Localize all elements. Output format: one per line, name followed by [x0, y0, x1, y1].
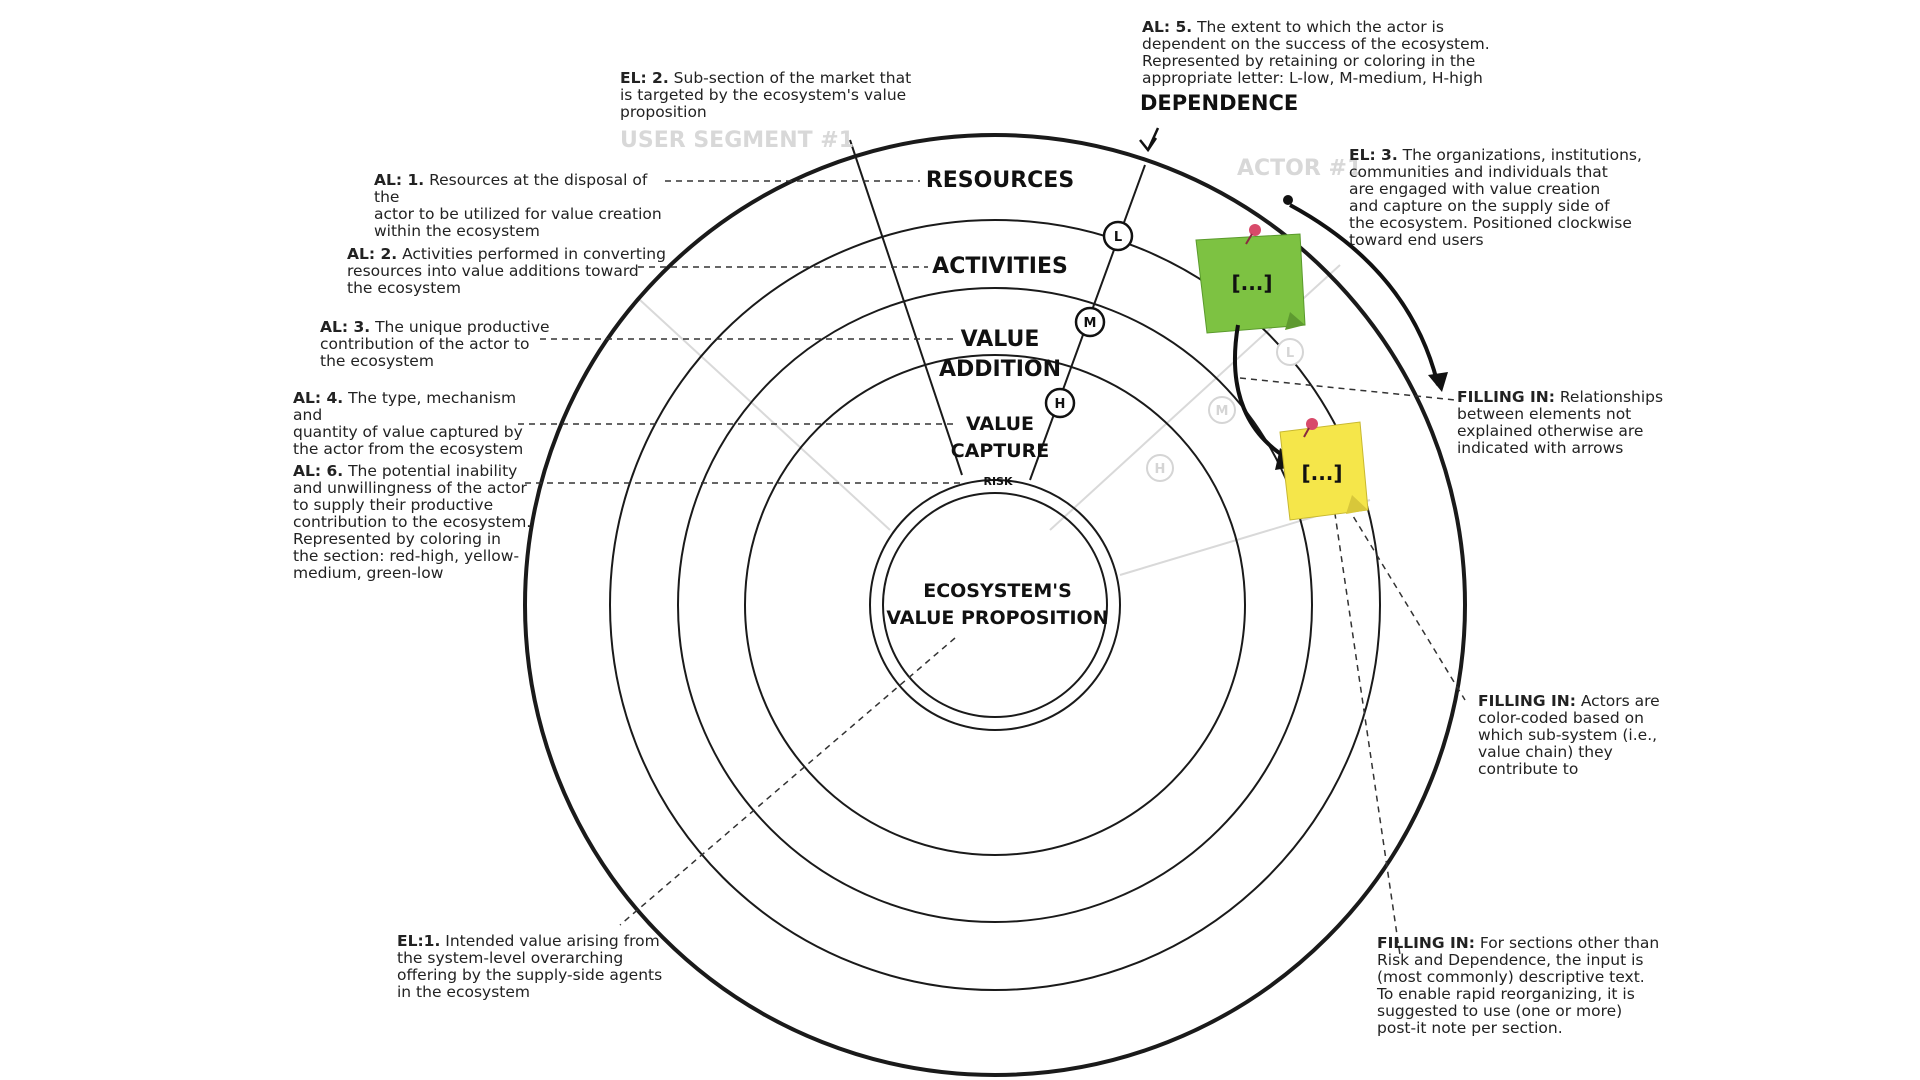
- yellow-postit[interactable]: [...]: [1279, 418, 1369, 521]
- annotation-al4: AL: 4. The type, mechanism and quantity …: [293, 390, 538, 458]
- value-addition-label: VALUE ADDITION: [920, 325, 1080, 385]
- green-postit[interactable]: [...]: [1195, 224, 1306, 334]
- annotation-fill-actors: FILLING IN: Actors are color-coded based…: [1478, 693, 1708, 778]
- annotation-fill-actors-text: Actors are color-coded based on which su…: [1478, 692, 1660, 778]
- resources-label: RESOURCES: [925, 168, 1075, 193]
- annotation-al3-key: AL: 3.: [320, 318, 371, 336]
- yellow-postit-curl: [1346, 495, 1368, 514]
- pushpin-needle: [1245, 233, 1253, 245]
- dependence-marker-l: [1102, 220, 1134, 252]
- annotation-al5: AL: 5. The extent to which the actor is …: [1142, 19, 1542, 87]
- actor-marker-m: [1208, 396, 1236, 424]
- annotation-al3: AL: 3. The unique productive contributio…: [320, 319, 550, 370]
- actor-ghost-label: ACTOR #1: [1237, 156, 1363, 181]
- resources-ring: [609, 219, 1381, 991]
- annotation-al5-key: AL: 5.: [1142, 18, 1193, 36]
- annotation-al6-key: AL: 6.: [293, 462, 344, 480]
- actor-marker-l: [1276, 338, 1304, 366]
- annotation-el3-text: The organizations, institutions, communi…: [1349, 146, 1642, 249]
- annotation-el2-key: EL: 2.: [620, 69, 669, 87]
- annotation-fill-sections-text: For sections other than Risk and Depende…: [1377, 934, 1660, 1037]
- green-postit-text: [...]: [1231, 271, 1272, 295]
- actor-marker-l-text: L: [1286, 346, 1294, 361]
- dependence-marker-m-text: M: [1084, 316, 1097, 331]
- annotation-el3-key: EL: 3.: [1349, 146, 1398, 164]
- value-capture-inner-ring: [869, 479, 1121, 731]
- actor-marker-h: [1146, 454, 1174, 482]
- center-line2: VALUE PROPOSITION: [886, 607, 1109, 629]
- annotation-fill-sections-key: FILLING IN:: [1377, 934, 1475, 952]
- annotation-al2: AL: 2. Activities performed in convertin…: [347, 246, 667, 297]
- value-capture-line2: CAPTURE: [950, 440, 1050, 462]
- dependence-pointer-head: [1139, 137, 1158, 153]
- annotation-el1-text: Intended value arising from the system-l…: [397, 932, 663, 1001]
- annotation-al1: AL: 1. Resources at the disposal of the …: [374, 172, 674, 240]
- center-line1: ECOSYSTEM'S: [923, 580, 1072, 602]
- annotation-al5-text: The extent to which the actor is depende…: [1142, 18, 1490, 87]
- annotation-al3-text: The unique productive contribution of th…: [320, 318, 550, 370]
- annotation-fill-relationships-text: Relationships between elements not expla…: [1457, 388, 1664, 457]
- annotation-al4-key: AL: 4.: [293, 389, 344, 407]
- outer-dependence-ring: [523, 133, 1467, 1077]
- annotation-fill-sections: FILLING IN: For sections other than Risk…: [1377, 935, 1697, 1037]
- clockwise-arrowhead: [1428, 372, 1448, 392]
- annotation-el2-text: Sub-section of the market that is target…: [620, 69, 912, 121]
- annotation-al2-text: Activities performed in converting resou…: [347, 245, 666, 297]
- green-postit-curl: [1285, 312, 1305, 330]
- value-capture-line1: VALUE: [966, 413, 1034, 435]
- value-addition-ring: [744, 354, 1246, 856]
- annotation-el2: EL: 2. Sub-section of the market that is…: [620, 70, 930, 121]
- pushpin-icon: [1249, 224, 1261, 236]
- annotation-al2-key: AL: 2.: [347, 245, 398, 263]
- arrow-start-dot: [1283, 195, 1293, 205]
- annotation-el3: EL: 3. The organizations, institutions, …: [1349, 147, 1649, 249]
- dependence-label: DEPENDENCE: [1140, 91, 1299, 115]
- actor-dependence-markers: L M H: [1146, 338, 1304, 482]
- relationship-arrow: [1233, 324, 1292, 462]
- activities-label: ACTIVITIES: [932, 254, 1068, 279]
- annotation-fill-relationships: FILLING IN: Relationships between elemen…: [1457, 389, 1687, 457]
- actor-marker-h-text: H: [1155, 462, 1166, 477]
- dependence-marker-h: [1044, 387, 1076, 419]
- dependence-marker-l-text: L: [1114, 230, 1122, 245]
- annotation-al1-key: AL: 1.: [374, 171, 425, 189]
- dependence-marker-h-text: H: [1055, 397, 1066, 412]
- yellow-postit-text: [...]: [1301, 461, 1342, 485]
- risk-label: RISK: [983, 475, 1012, 488]
- annotation-al1-text: Resources at the disposal of the actor t…: [374, 171, 662, 240]
- activities-ring: [677, 287, 1313, 923]
- actor-marker-m-text: M: [1216, 404, 1229, 419]
- dependence-marker-m: [1074, 306, 1106, 338]
- annotation-el1: EL:1. Intended value arising from the sy…: [397, 933, 687, 1001]
- annotation-al6-text: The potential inability and unwillingnes…: [293, 462, 532, 582]
- rings: [523, 133, 1467, 1077]
- user-segment-ghost-label: USER SEGMENT #1: [620, 128, 855, 153]
- annotation-al4-text: The type, mechanism and quantity of valu…: [293, 389, 524, 458]
- annotation-el1-key: EL:1.: [397, 932, 441, 950]
- annotation-fill-actors-key: FILLING IN:: [1478, 692, 1576, 710]
- value-addition-line2: ADDITION: [938, 357, 1062, 382]
- clockwise-arrow: [1289, 203, 1440, 386]
- pushpin-icon: [1306, 418, 1318, 430]
- annotation-al6: AL: 6. The potential inability and unwil…: [293, 463, 543, 582]
- center-value-proposition: ECOSYSTEM'S VALUE PROPOSITION: [870, 578, 1125, 632]
- annotation-fill-relationships-key: FILLING IN:: [1457, 388, 1555, 406]
- segment-dependence-markers: L M H: [1044, 220, 1134, 419]
- value-capture-label: VALUE CAPTURE: [925, 411, 1075, 465]
- risk-inner-ring: [882, 492, 1108, 718]
- leader-lines: [518, 180, 1466, 956]
- value-addition-line1: VALUE: [960, 327, 1040, 352]
- pushpin-needle: [1303, 427, 1310, 438]
